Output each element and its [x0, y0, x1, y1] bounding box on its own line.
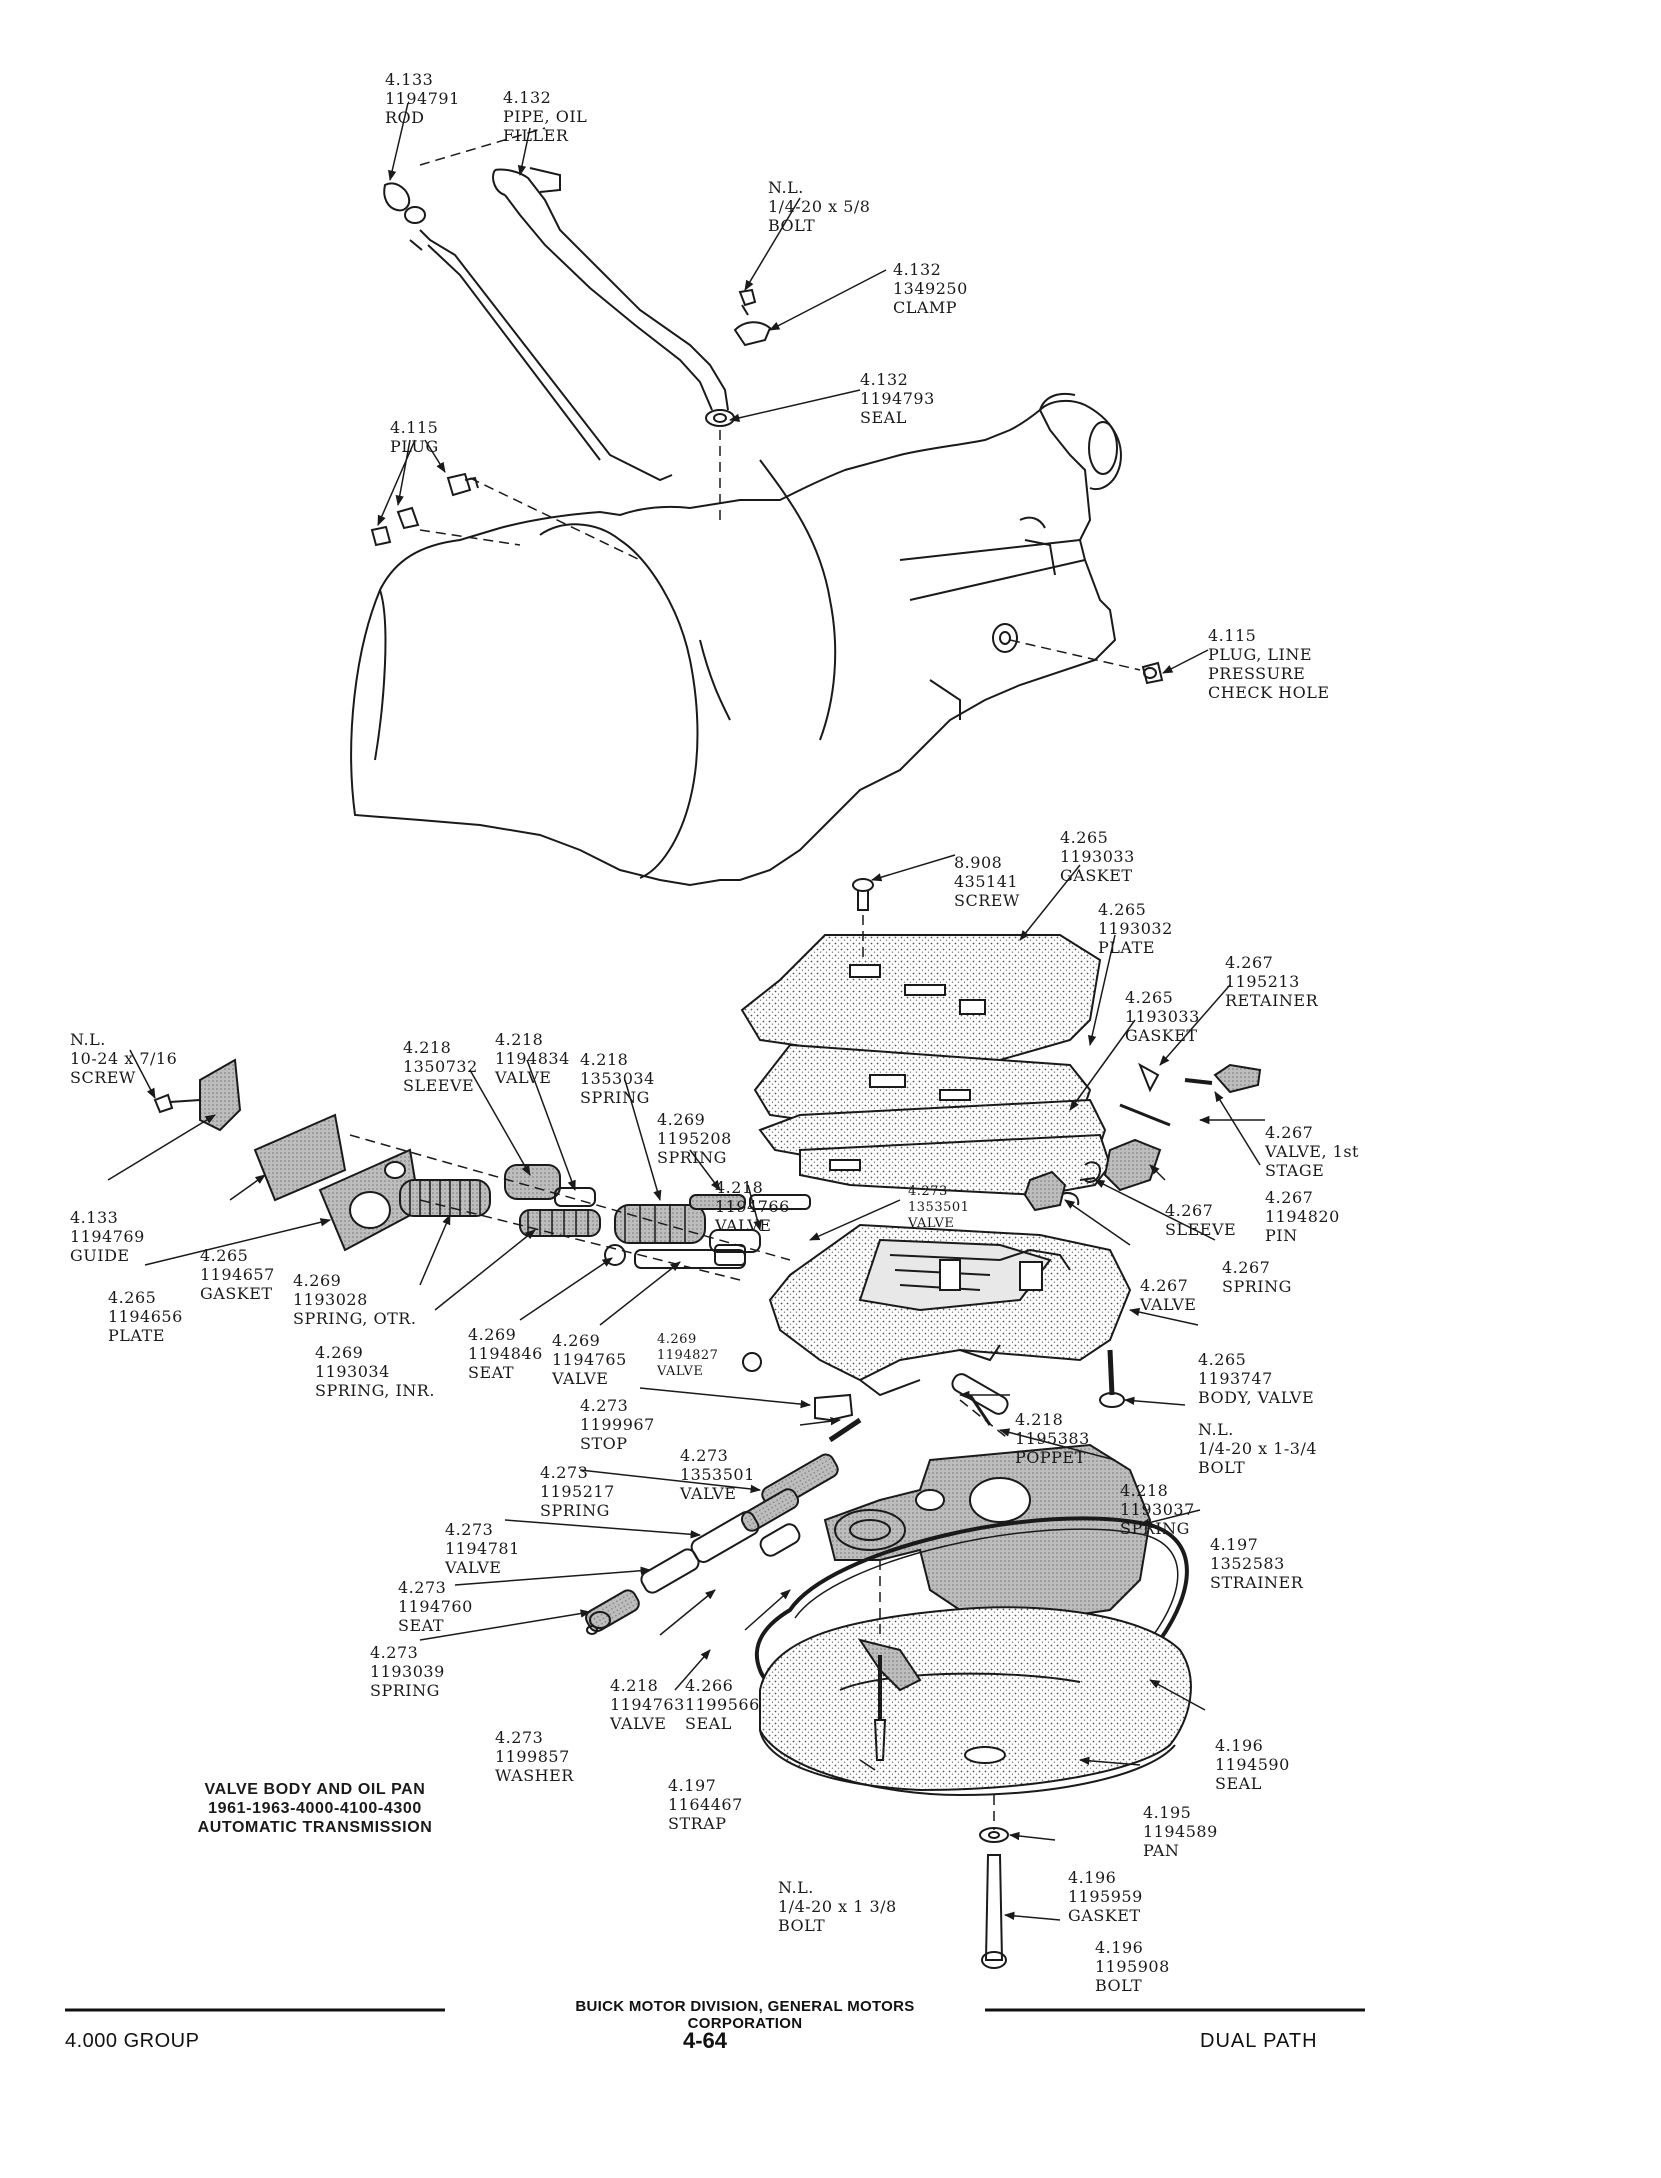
footer-group: 4.000 GROUP: [65, 2030, 200, 2052]
guide-bracket-assembly: [153, 1058, 422, 1252]
oil-strainer: [823, 1443, 1152, 1622]
left-springs: [399, 1164, 811, 1372]
plate-screw: [852, 878, 874, 911]
drain-bolt-gasket: [979, 1827, 1009, 1969]
leader-lines: [107, 102, 1265, 1921]
clamp-bolt: [733, 288, 772, 347]
footer-section: DUAL PATH: [1200, 2030, 1318, 2052]
strainer-strap: [857, 1638, 922, 1761]
assembly-center-lines: [349, 127, 1141, 1830]
plugs: [370, 472, 1164, 685]
footer-page-number: 4-64: [682, 2028, 728, 2053]
lower-valve-train: [585, 1349, 1125, 1635]
first-stage-valve-group: [1023, 1062, 1262, 1212]
valve-body: [768, 1223, 1132, 1397]
oil-filler-pipe: [492, 167, 735, 427]
dipstick-rod: [383, 182, 673, 482]
footer-publisher: BUICK MOTOR DIVISION, GENERAL MOTORS COR…: [575, 1998, 915, 2032]
transmission-case: [350, 392, 1122, 887]
oil-pan: [759, 1606, 1192, 1797]
